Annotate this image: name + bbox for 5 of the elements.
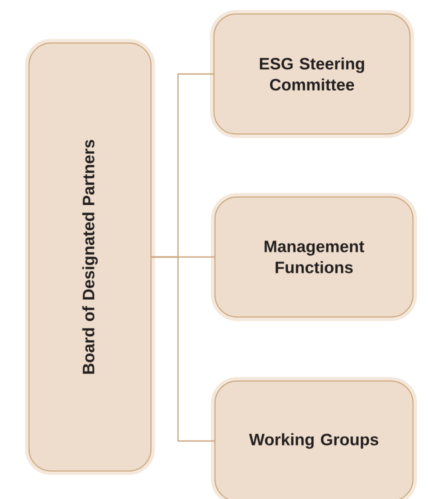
org-box: Working Groups bbox=[211, 377, 417, 499]
org-box: Board of Designated Partners bbox=[25, 39, 155, 475]
org-box: Management Functions bbox=[211, 193, 417, 321]
connector-line bbox=[152, 256, 214, 442]
org-box: ESG Steering Committee bbox=[210, 10, 414, 138]
